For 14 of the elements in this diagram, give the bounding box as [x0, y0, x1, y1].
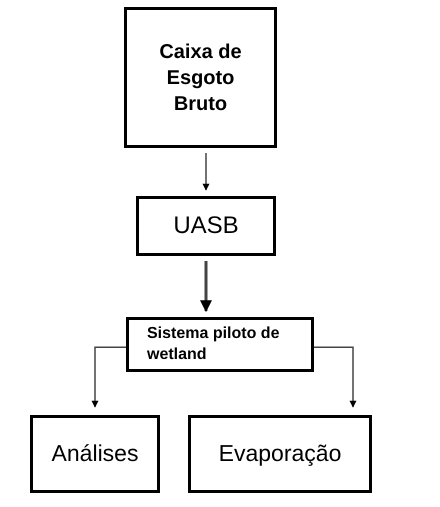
process-box [136, 196, 276, 256]
process-box [188, 415, 372, 493]
arrow [314, 346, 356, 408]
box-label: UASB [173, 211, 239, 242]
box-label: Caixa de Esgoto Bruto [158, 40, 243, 116]
process-box [124, 7, 277, 148]
box-label: Análises [52, 439, 138, 468]
arrow [200, 261, 212, 312]
process-box [30, 415, 160, 493]
box-label: Evaporação [218, 439, 342, 468]
process-box [126, 317, 314, 372]
box-label: Sistema piloto de wetland [147, 324, 280, 364]
arrow [202, 153, 210, 191]
arrow [92, 346, 126, 408]
